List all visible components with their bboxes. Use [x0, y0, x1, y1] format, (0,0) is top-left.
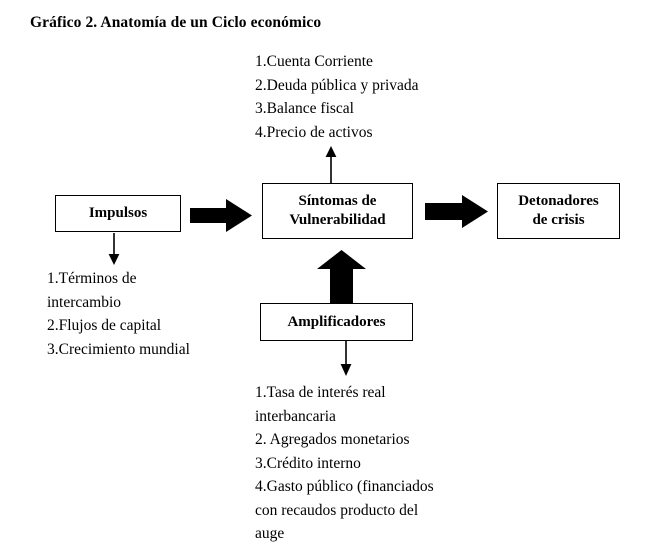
thick-up-arrow-amplificadores-to-sintomas [317, 250, 366, 303]
box-detonadores-line1: Detonadores [518, 193, 599, 210]
box-sintomas-label: Síntomas de Vulnerabilidad [289, 192, 385, 230]
box-detonadores-line2: de crisis [532, 212, 585, 228]
box-impulsos-label: Impulsos [88, 205, 148, 222]
box-sintomas-vulnerabilidad[interactable]: Síntomas de Vulnerabilidad [262, 183, 413, 239]
thick-right-arrow-impulsos-to-sintomas [190, 199, 252, 232]
thin-up-arrow-sintomas-to-list [322, 146, 340, 184]
thick-right-arrow-sintomas-to-detonadores [425, 195, 488, 228]
box-amplificadores-label: Amplificadores [287, 313, 386, 330]
page-title: Gráfico 2. Anatomía de un Ciclo económic… [30, 14, 322, 31]
sintomas-detail-list: 1.Cuenta Corriente 2.Deuda pública y pri… [255, 53, 419, 141]
thin-down-arrow-impulsos-to-list [105, 233, 123, 265]
box-detonadores-label: Detonadores de crisis [518, 192, 599, 230]
box-detonadores-de-crisis[interactable]: Detonadores de crisis [497, 183, 620, 239]
amplificadores-detail-list: 1.Tasa de interés real interbancaria 2. … [255, 384, 434, 542]
thin-down-arrow-amplificadores-to-list [337, 341, 355, 376]
box-sintomas-line1: Síntomas de [298, 193, 377, 210]
box-sintomas-line2: Vulnerabilidad [289, 212, 386, 228]
impulsos-detail-list: 1.Términos de intercambio 2.Flujos de ca… [47, 270, 190, 358]
box-impulsos[interactable]: Impulsos [55, 195, 181, 232]
box-amplificadores[interactable]: Amplificadores [260, 303, 413, 341]
